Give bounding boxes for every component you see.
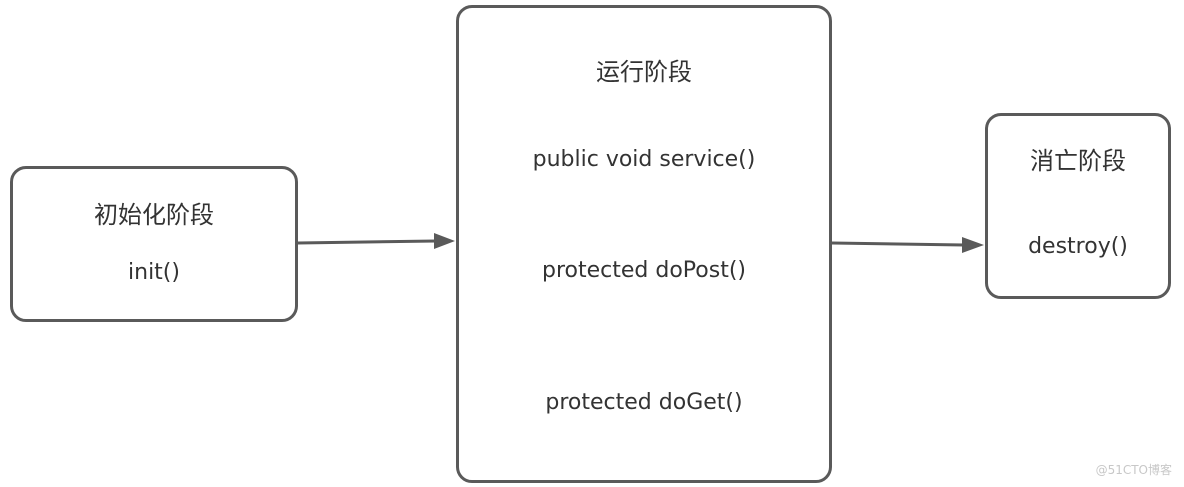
arrow-run-to-destroy: [831, 237, 984, 253]
init-stage-box: 初始化阶段 init(): [10, 166, 298, 322]
watermark: @51CTO博客: [1095, 463, 1172, 477]
destroy-stage-title: 消亡阶段: [1030, 147, 1126, 175]
dopost-method: protected doPost(): [542, 258, 746, 283]
destroy-stage-box: 消亡阶段 destroy(): [985, 113, 1171, 299]
doget-method: protected doGet(): [545, 390, 743, 415]
arrow-init-to-run: [297, 233, 455, 249]
service-method: public void service(): [532, 147, 756, 172]
init-method: init(): [128, 260, 180, 285]
destroy-method: destroy(): [1028, 234, 1128, 259]
run-stage-title: 运行阶段: [596, 58, 692, 86]
init-stage-title: 初始化阶段: [94, 201, 214, 229]
run-stage-box: 运行阶段 public void service() protected doP…: [456, 5, 832, 483]
